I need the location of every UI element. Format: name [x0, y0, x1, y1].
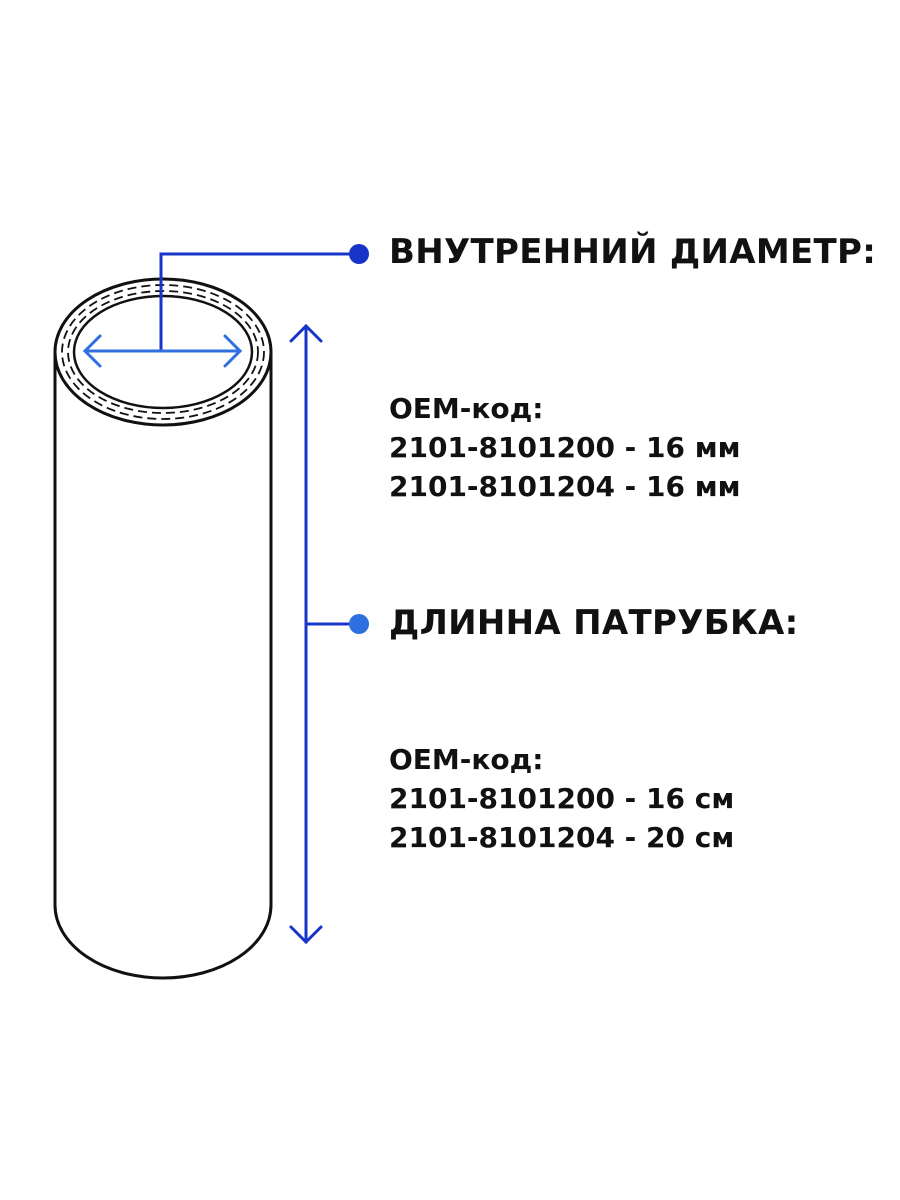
length-arrow-bottom-head: [289, 925, 323, 945]
diameter-heading: ВНУТРЕННИЙ ДИАМЕТР:: [389, 232, 877, 272]
diameter-oem-line-1: 2101-8101200 - 16 мм: [389, 431, 741, 464]
length-oem-line-2: 2101-8101204 - 20 см: [389, 821, 735, 854]
diameter-indicator: [82, 244, 369, 368]
length-oem-line-1: 2101-8101200 - 16 см: [389, 782, 735, 815]
hose-layer-dashed-inner: [67, 290, 259, 414]
diameter-arrow-right-head: [223, 334, 243, 368]
diameter-leader-line: [159, 252, 360, 353]
diameter-oem-line-2: 2101-8101204 - 16 мм: [389, 470, 741, 503]
length-leader-dot: [349, 614, 369, 634]
diameter-oem-label: OEM-код:: [389, 392, 544, 425]
length-heading: ДЛИННА ПАТРУБКА:: [389, 603, 799, 643]
diameter-oem-block: OEM-код: 2101-8101200 - 16 мм 2101-81012…: [389, 389, 741, 506]
diameter-arrow-left-head: [82, 334, 102, 368]
length-oem-label: OEM-код:: [389, 743, 544, 776]
length-indicator: [289, 323, 369, 945]
hose-outer-rim: [53, 277, 273, 427]
hose-body: [53, 277, 273, 980]
hose-layer-dashed-outer: [61, 284, 265, 420]
length-arrow-top-head: [289, 323, 323, 343]
length-oem-block: OEM-код: 2101-8101200 - 16 см 2101-81012…: [389, 740, 734, 857]
hose-outline: [53, 352, 273, 980]
diameter-leader-dot: [349, 244, 369, 264]
hose-inner-rim: [72, 294, 254, 410]
